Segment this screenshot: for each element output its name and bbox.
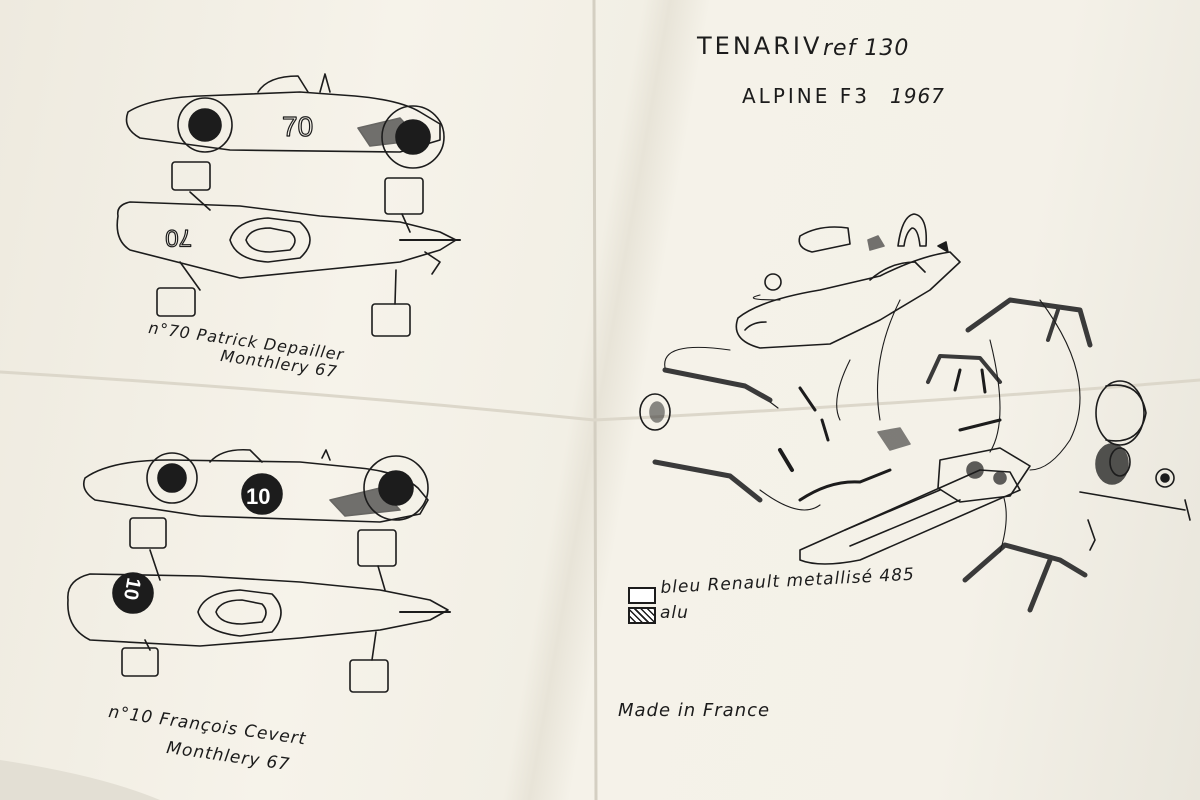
car-70-side-view (125, 73, 445, 169)
kit-reference: ref 130 (823, 36, 910, 61)
kit-model: ALPINE F3 (742, 84, 870, 108)
car-70-top-number: 70 (165, 224, 192, 251)
kit-brand: TENARIV (697, 32, 823, 60)
car-10-side-number: 10 (246, 484, 270, 509)
car-10-top-view (67, 517, 451, 693)
car-70-side-number: 70 (282, 111, 313, 142)
made-in-label: Made in France (618, 700, 771, 721)
exploded-kit-diagram (639, 213, 1191, 613)
car-10-top-number: 10 (119, 576, 145, 602)
kit-year: 1967 (890, 84, 945, 108)
legend-swatch-alu (628, 607, 656, 624)
legend-label-alu: alu (660, 603, 689, 623)
legend-swatch-blue (628, 587, 656, 604)
car-70-top-view (116, 161, 461, 337)
car-10-side-view (82, 448, 429, 523)
